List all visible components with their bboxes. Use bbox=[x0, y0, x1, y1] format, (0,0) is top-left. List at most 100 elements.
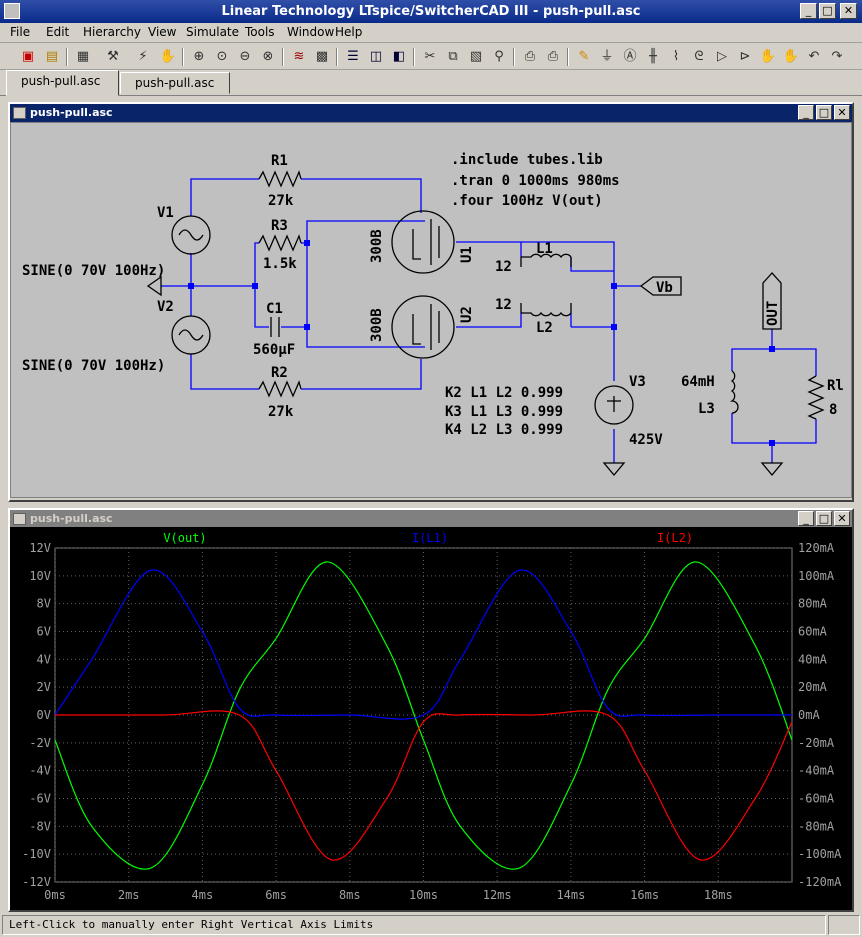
right-axis-tick[interactable]: -60mA bbox=[798, 792, 835, 806]
menu-simulate[interactable]: Simulate bbox=[186, 25, 240, 39]
plot-minimize-button[interactable]: _ bbox=[798, 511, 814, 526]
autorange-icon[interactable]: ≋ bbox=[293, 49, 305, 64]
undo-icon[interactable]: ↶ bbox=[808, 49, 820, 64]
l1-name[interactable]: L1 bbox=[536, 241, 553, 257]
rl-name[interactable]: Rl bbox=[827, 378, 844, 394]
u1-model[interactable]: 300B bbox=[369, 229, 385, 263]
tile-horizontal-icon[interactable]: ☰ bbox=[347, 49, 359, 64]
right-axis-tick[interactable]: -20mA bbox=[798, 736, 835, 750]
menu-edit[interactable]: Edit bbox=[46, 25, 70, 39]
r2-value[interactable]: 27k bbox=[268, 404, 294, 420]
x-axis-tick[interactable]: 10ms bbox=[409, 888, 438, 902]
left-axis-tick[interactable]: 0V bbox=[37, 708, 51, 722]
schematic-close-button[interactable]: ✕ bbox=[834, 105, 850, 120]
drag-icon[interactable]: ✋ bbox=[759, 49, 777, 64]
right-axis-tick[interactable]: -80mA bbox=[798, 819, 835, 833]
v2-name[interactable]: V2 bbox=[157, 299, 174, 315]
x-axis-tick[interactable]: 12ms bbox=[483, 888, 512, 902]
trace-label[interactable]: I(L1) bbox=[412, 531, 448, 545]
menu-file[interactable]: File bbox=[10, 25, 31, 39]
cut-icon[interactable]: ✂ bbox=[424, 49, 436, 64]
r2-name[interactable]: R2 bbox=[271, 365, 288, 381]
menu-help[interactable]: Help bbox=[335, 25, 363, 39]
schematic-maximize-button[interactable]: □ bbox=[816, 105, 832, 120]
left-axis-tick[interactable]: 12V bbox=[29, 541, 51, 555]
zoom-in-icon[interactable]: ⊕ bbox=[193, 49, 205, 64]
paste-icon[interactable]: ▧ bbox=[469, 49, 483, 64]
zoom-fit-icon[interactable]: ⊗ bbox=[262, 49, 274, 64]
x-axis-tick[interactable]: 0ms bbox=[44, 888, 66, 902]
open-icon[interactable]: ▤ bbox=[45, 49, 59, 64]
right-axis-tick[interactable]: -120mA bbox=[798, 875, 842, 889]
c1-value[interactable]: 560µF bbox=[253, 342, 295, 358]
menu-hierarchy[interactable]: Hierarchy bbox=[83, 25, 142, 39]
redo-icon[interactable]: ↷ bbox=[831, 49, 843, 64]
l2-name[interactable]: L2 bbox=[536, 320, 553, 336]
cascade-icon[interactable]: ◧ bbox=[392, 49, 406, 64]
r3-name[interactable]: R3 bbox=[271, 218, 288, 234]
out-net-label[interactable]: OUT bbox=[765, 301, 781, 326]
l3-name[interactable]: L3 bbox=[698, 401, 715, 417]
label-icon[interactable]: Ⓐ bbox=[623, 49, 637, 64]
copy-icon[interactable]: ⧉ bbox=[448, 49, 458, 64]
coupling-k3[interactable]: K3 L1 L3 0.999 bbox=[445, 404, 563, 420]
v2-value[interactable]: SINE(0 70V 100Hz) bbox=[22, 358, 165, 374]
coupling-k2[interactable]: K2 L1 L2 0.999 bbox=[445, 385, 563, 401]
zoom-area-icon[interactable]: ⊙ bbox=[216, 49, 228, 64]
right-axis-tick[interactable]: 20mA bbox=[798, 680, 828, 694]
x-axis-tick[interactable]: 4ms bbox=[192, 888, 214, 902]
component-icon[interactable]: ⊳ bbox=[739, 49, 751, 64]
grid-icon[interactable]: ▩ bbox=[315, 49, 329, 64]
right-axis-tick[interactable]: 60mA bbox=[798, 625, 828, 639]
right-axis-tick[interactable]: 120mA bbox=[798, 541, 835, 555]
v1-value[interactable]: SINE(0 70V 100Hz) bbox=[22, 263, 165, 279]
left-axis-tick[interactable]: 10V bbox=[29, 569, 51, 583]
left-axis-tick[interactable]: -2V bbox=[29, 736, 51, 750]
left-axis-tick[interactable]: 4V bbox=[37, 652, 51, 666]
left-axis-tick[interactable]: -4V bbox=[29, 764, 51, 778]
x-axis-tick[interactable]: 16ms bbox=[630, 888, 659, 902]
schematic-canvas[interactable]: .include tubes.lib .tran 0 1000ms 980ms … bbox=[10, 122, 852, 498]
pan-icon[interactable]: ✋ bbox=[159, 49, 177, 64]
plot-close-button[interactable]: ✕ bbox=[834, 511, 850, 526]
menu-tools[interactable]: Tools bbox=[245, 25, 275, 39]
menu-window[interactable]: Window bbox=[287, 25, 335, 39]
minimize-button[interactable]: _ bbox=[800, 3, 817, 19]
close-button[interactable]: ✕ bbox=[840, 3, 857, 19]
v3-value[interactable]: 425V bbox=[629, 432, 663, 448]
maximize-button[interactable]: □ bbox=[819, 3, 836, 19]
right-axis-tick[interactable]: 40mA bbox=[798, 652, 828, 666]
resistor-icon[interactable]: ⌇ bbox=[672, 49, 680, 64]
x-axis-tick[interactable]: 14ms bbox=[556, 888, 585, 902]
l1-value[interactable]: 12 bbox=[495, 259, 512, 275]
left-axis-tick[interactable]: -12V bbox=[22, 875, 51, 889]
right-axis-tick[interactable]: 80mA bbox=[798, 597, 828, 611]
directive-tran[interactable]: .tran 0 1000ms 980ms bbox=[451, 173, 620, 189]
trace-label[interactable]: V(out) bbox=[163, 531, 206, 545]
left-axis-tick[interactable]: 2V bbox=[37, 680, 51, 694]
l2-value[interactable]: 12 bbox=[495, 297, 512, 313]
run-icon[interactable]: ⚡ bbox=[138, 49, 148, 64]
menu-view[interactable]: View bbox=[148, 25, 177, 39]
r1-name[interactable]: R1 bbox=[271, 153, 288, 169]
vb-net-label[interactable]: Vb bbox=[656, 280, 673, 296]
move-icon[interactable]: ✋ bbox=[782, 49, 800, 64]
right-axis-tick[interactable]: -100mA bbox=[798, 847, 842, 861]
l3-value[interactable]: 64mH bbox=[681, 374, 715, 390]
zoom-out-icon[interactable]: ⊖ bbox=[239, 49, 251, 64]
diode-icon[interactable]: ▷ bbox=[717, 49, 727, 64]
directive-four[interactable]: .four 100Hz V(out) bbox=[451, 193, 603, 209]
r3-value[interactable]: 1.5k bbox=[263, 256, 297, 272]
left-axis-tick[interactable]: 8V bbox=[37, 597, 51, 611]
wire-icon[interactable]: ✎ bbox=[578, 49, 590, 64]
find-icon[interactable]: ⚲ bbox=[494, 49, 504, 64]
x-axis-tick[interactable]: 8ms bbox=[339, 888, 361, 902]
u1-name[interactable]: U1 bbox=[459, 246, 475, 263]
right-axis-tick[interactable]: 100mA bbox=[798, 569, 835, 583]
rl-value[interactable]: 8 bbox=[829, 402, 837, 418]
v1-name[interactable]: V1 bbox=[157, 205, 174, 221]
u2-name[interactable]: U2 bbox=[459, 306, 475, 323]
tile-vertical-icon[interactable]: ◫ bbox=[369, 49, 383, 64]
left-axis-tick[interactable]: -8V bbox=[29, 819, 51, 833]
